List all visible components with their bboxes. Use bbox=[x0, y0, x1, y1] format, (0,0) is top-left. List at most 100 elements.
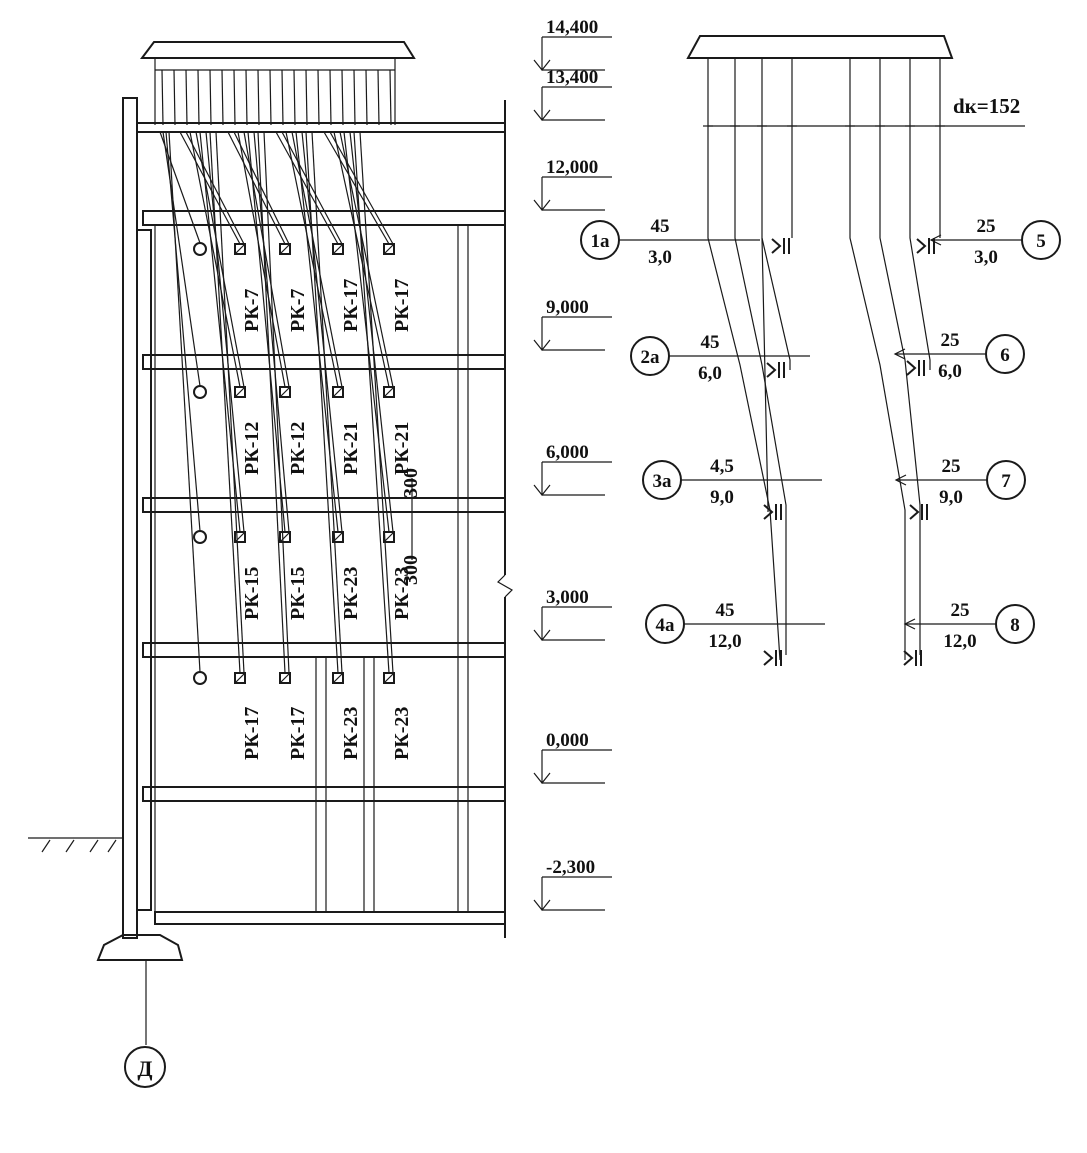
sensor-mark bbox=[332, 243, 344, 255]
gauge-label: РК-17 bbox=[241, 707, 263, 760]
borehole-line bbox=[168, 131, 201, 673]
sensor-square bbox=[332, 672, 344, 684]
sensor-mark bbox=[383, 386, 395, 398]
borehole-line bbox=[285, 131, 339, 388]
sensor-mark bbox=[332, 386, 344, 398]
gauge-label: РК-23 bbox=[391, 567, 413, 620]
schematic-cap bbox=[686, 35, 954, 59]
node-right: 7 25 9,0 bbox=[894, 456, 1026, 508]
node-id: 2а bbox=[641, 347, 661, 368]
schematic-line bbox=[879, 58, 921, 655]
terminal-marker bbox=[771, 238, 782, 254]
sensor-mark bbox=[383, 672, 395, 684]
dimension-top: 300 bbox=[400, 468, 422, 498]
borehole-schematic: dк=152 1а453,02а456,03а4,59,04а4512,0525… bbox=[580, 35, 1061, 666]
ground-line bbox=[28, 837, 123, 853]
elevation-value: 9,000 bbox=[546, 297, 589, 318]
node-angle: 45 bbox=[716, 600, 735, 621]
node-depth: 12,0 bbox=[943, 631, 976, 652]
borehole-line bbox=[257, 131, 286, 674]
node-depth: 3,0 bbox=[974, 247, 998, 268]
sensor-square bbox=[332, 386, 344, 398]
bundle-line bbox=[209, 69, 212, 126]
node-angle: 25 bbox=[942, 456, 961, 477]
borehole-line bbox=[185, 131, 245, 245]
gauge-label: РК-15 bbox=[241, 567, 263, 620]
elevation-value: 3,000 bbox=[546, 587, 589, 608]
bundle-line bbox=[377, 69, 380, 126]
schematic-line bbox=[707, 58, 781, 661]
node-right: 5 25 3,0 bbox=[929, 216, 1061, 268]
bundle-line bbox=[365, 69, 368, 126]
borehole-line bbox=[215, 131, 245, 674]
terminal-marker bbox=[903, 650, 914, 666]
axis-bubble bbox=[124, 1046, 166, 1088]
interior-columns bbox=[154, 225, 469, 912]
sensor-square bbox=[279, 672, 291, 684]
schematic-line bbox=[734, 58, 787, 655]
inclined-boreholes bbox=[159, 131, 395, 685]
node-depth: 9,0 bbox=[939, 487, 963, 508]
terminal-marker bbox=[766, 362, 777, 378]
borehole-line bbox=[349, 131, 394, 533]
sensor-mark bbox=[383, 243, 395, 255]
node-id: 5 bbox=[1036, 231, 1046, 252]
bundle-line bbox=[353, 69, 356, 126]
schematic-line bbox=[761, 58, 791, 370]
left-wall-inner bbox=[136, 229, 152, 911]
borehole-line bbox=[263, 131, 290, 674]
sensor-square bbox=[234, 672, 246, 684]
gauge-label: РК-7 bbox=[241, 289, 263, 332]
elevation-value: -2,300 bbox=[546, 857, 595, 878]
floor-slabs bbox=[136, 122, 506, 925]
sensor-square bbox=[279, 531, 291, 543]
elevation-mark: 3,000 bbox=[533, 587, 612, 641]
node-depth: 6,0 bbox=[938, 361, 962, 382]
node-id: 7 bbox=[1001, 471, 1011, 492]
sensor-square bbox=[279, 243, 291, 255]
elevation-value: 6,000 bbox=[546, 442, 589, 463]
schematic-line bbox=[909, 58, 931, 370]
node-id: 8 bbox=[1010, 615, 1020, 636]
well-circle bbox=[193, 671, 207, 685]
axis-label: Д bbox=[137, 1056, 152, 1081]
elevation-mark: 13,400 bbox=[533, 67, 612, 121]
gauge-label: РК-21 bbox=[340, 422, 362, 475]
node-angle: 25 bbox=[977, 216, 996, 237]
gauge-label: РК-23 bbox=[391, 707, 413, 760]
building-section: Д bbox=[28, 41, 513, 1088]
schematic-nodes: 1а453,02а456,03а4,59,04а4512,05253,06256… bbox=[580, 216, 1061, 652]
borehole-line bbox=[329, 131, 394, 245]
bundle-line bbox=[233, 69, 236, 126]
gauge-label: РК-17 bbox=[287, 707, 309, 760]
sensor-square bbox=[332, 531, 344, 543]
sensor-square bbox=[234, 243, 246, 255]
borehole-line bbox=[243, 131, 290, 388]
schematic-line bbox=[849, 58, 906, 660]
bundle-line bbox=[173, 69, 176, 126]
sensor-square bbox=[234, 531, 246, 543]
node-id: 4а bbox=[656, 615, 676, 636]
sensor-mark bbox=[332, 672, 344, 684]
elevation-value: 14,400 bbox=[546, 17, 598, 38]
sensor-square bbox=[279, 386, 291, 398]
diameter-label: dк=152 bbox=[953, 94, 1020, 118]
well-circle bbox=[193, 385, 207, 399]
bundle-line bbox=[197, 69, 200, 126]
schematic-line bbox=[761, 237, 769, 512]
well-circle bbox=[193, 242, 207, 256]
elevation-mark: 12,000 bbox=[533, 157, 612, 211]
node-left: 3а4,59,0 bbox=[642, 456, 822, 508]
node-angle: 4,5 bbox=[710, 456, 734, 477]
borehole-line bbox=[311, 131, 343, 674]
node-id: 1а bbox=[591, 231, 611, 252]
bundle-line bbox=[161, 69, 164, 126]
gauge-label: РК-17 bbox=[340, 279, 362, 332]
sensor-mark bbox=[279, 531, 291, 543]
schematic-lines bbox=[703, 58, 945, 666]
sensor-square bbox=[332, 243, 344, 255]
elevation-mark: 0,000 bbox=[533, 730, 612, 784]
